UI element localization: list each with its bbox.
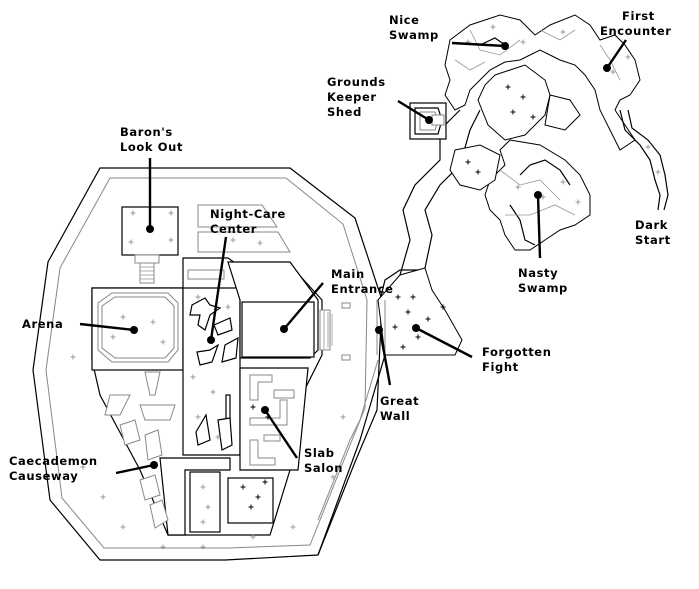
terrain-cross [168,237,174,243]
terrain-cross [340,414,346,420]
terrain-cross [215,434,221,440]
nasty-swamp-area [449,139,591,251]
terrain-cross [520,39,526,45]
label-forgotten-fight: Forgotten Fight [482,345,556,374]
northern-swamp-arc [444,14,641,151]
terrain-cross [130,210,136,216]
terrain-cross [200,544,206,550]
terrain-cross [190,374,196,380]
label-barons-look-out: Baron's Look Out [120,125,183,154]
nasty-swamp-marker[interactable] [534,191,542,259]
dark-start-corridor [619,109,669,211]
terrain-cross [168,210,174,216]
terrain-markers-grey [70,24,661,550]
slab-salon-room [239,367,309,471]
terrain-cross [205,504,211,510]
terrain-cross [515,184,521,190]
terrain-cross [248,504,254,510]
terrain-cross [200,519,206,525]
label-night-care-center: Night-Care Center [210,207,291,236]
terrain-cross [440,304,446,310]
terrain-cross [110,334,116,340]
night-care-center-marker[interactable] [207,236,228,344]
terrain-cross [250,534,256,540]
terrain-cross [262,479,268,485]
label-caecademon-causeway: Caecademon Causeway [9,454,102,483]
terrain-cross [330,474,336,480]
terrain-cross [240,484,246,490]
main-entrance-marker[interactable] [280,282,324,333]
slab-salon-marker[interactable] [261,406,298,459]
terrain-cross [410,294,416,300]
terrain-cross [465,159,471,165]
terrain-cross [150,319,156,325]
terrain-cross [160,544,166,550]
central-swamp [477,64,581,141]
night-care-garden [182,287,241,456]
terrain-cross [200,484,206,490]
terrain-cross [560,29,566,35]
terrain-cross [120,314,126,320]
forgotten-fight-marker[interactable] [412,324,473,359]
terrain-cross [120,524,126,530]
terrain-cross [70,354,76,360]
label-slab-salon: Slab Salon [304,446,343,475]
terrain-cross [530,114,536,120]
label-first-encounter: First Encounter [600,9,672,38]
terrain-cross [395,294,401,300]
terrain-cross [100,494,106,500]
label-nasty-swamp: Nasty Swamp [518,266,568,295]
inner-keep [91,257,323,536]
terrain-cross [80,464,86,470]
terrain-cross [255,494,261,500]
barons-look-out-marker[interactable] [146,158,154,233]
grounds-keeper-shed-marker[interactable] [397,99,433,124]
label-nice-swamp: Nice Swamp [389,13,439,42]
terrain-cross [392,324,398,330]
terrain-cross [230,237,236,243]
terrain-cross [290,524,296,530]
terrain-cross [210,389,216,395]
terrain-cross [195,294,201,300]
terrain-cross [490,24,496,30]
terrain-cross [610,69,616,75]
arena-marker[interactable] [79,322,138,334]
terrain-cross [405,309,411,315]
terrain-markers-black [240,84,536,510]
terrain-cross [520,94,526,100]
terrain-cross [415,334,421,340]
terrain-cross [225,304,231,310]
terrain-cross [560,179,566,185]
terrain-cross [575,199,581,205]
label-dark-start: Dark Start [635,218,673,247]
terrain-cross [400,344,406,350]
nice-swamp-marker[interactable] [451,41,509,50]
main-entrance-hall [227,261,351,361]
terrain-cross [250,404,256,410]
terrain-cross [475,169,481,175]
arena-room [91,287,184,421]
terrain-cross [425,316,431,322]
terrain-cross [257,240,263,246]
lower-rooms [119,419,274,536]
night-care-center-rooms [187,204,291,280]
label-grounds-keeper-shed: Grounds Keeper Shed [327,75,390,119]
terrain-cross [128,239,134,245]
terrain-cross [160,339,166,345]
caecademon-causeway-marker[interactable] [115,461,158,475]
great-wall-marker[interactable] [375,326,392,386]
terrain-cross [655,169,661,175]
label-arena: Arena [22,317,63,331]
first-encounter-marker[interactable] [603,39,627,72]
terrain-cross [510,109,516,115]
terrain-cross [625,54,631,60]
terrain-cross [195,414,201,420]
label-great-wall: Great Wall [380,394,424,423]
label-main-entrance: Main Entrance [331,267,394,296]
terrain-cross [645,144,651,150]
terrain-cross [505,84,511,90]
